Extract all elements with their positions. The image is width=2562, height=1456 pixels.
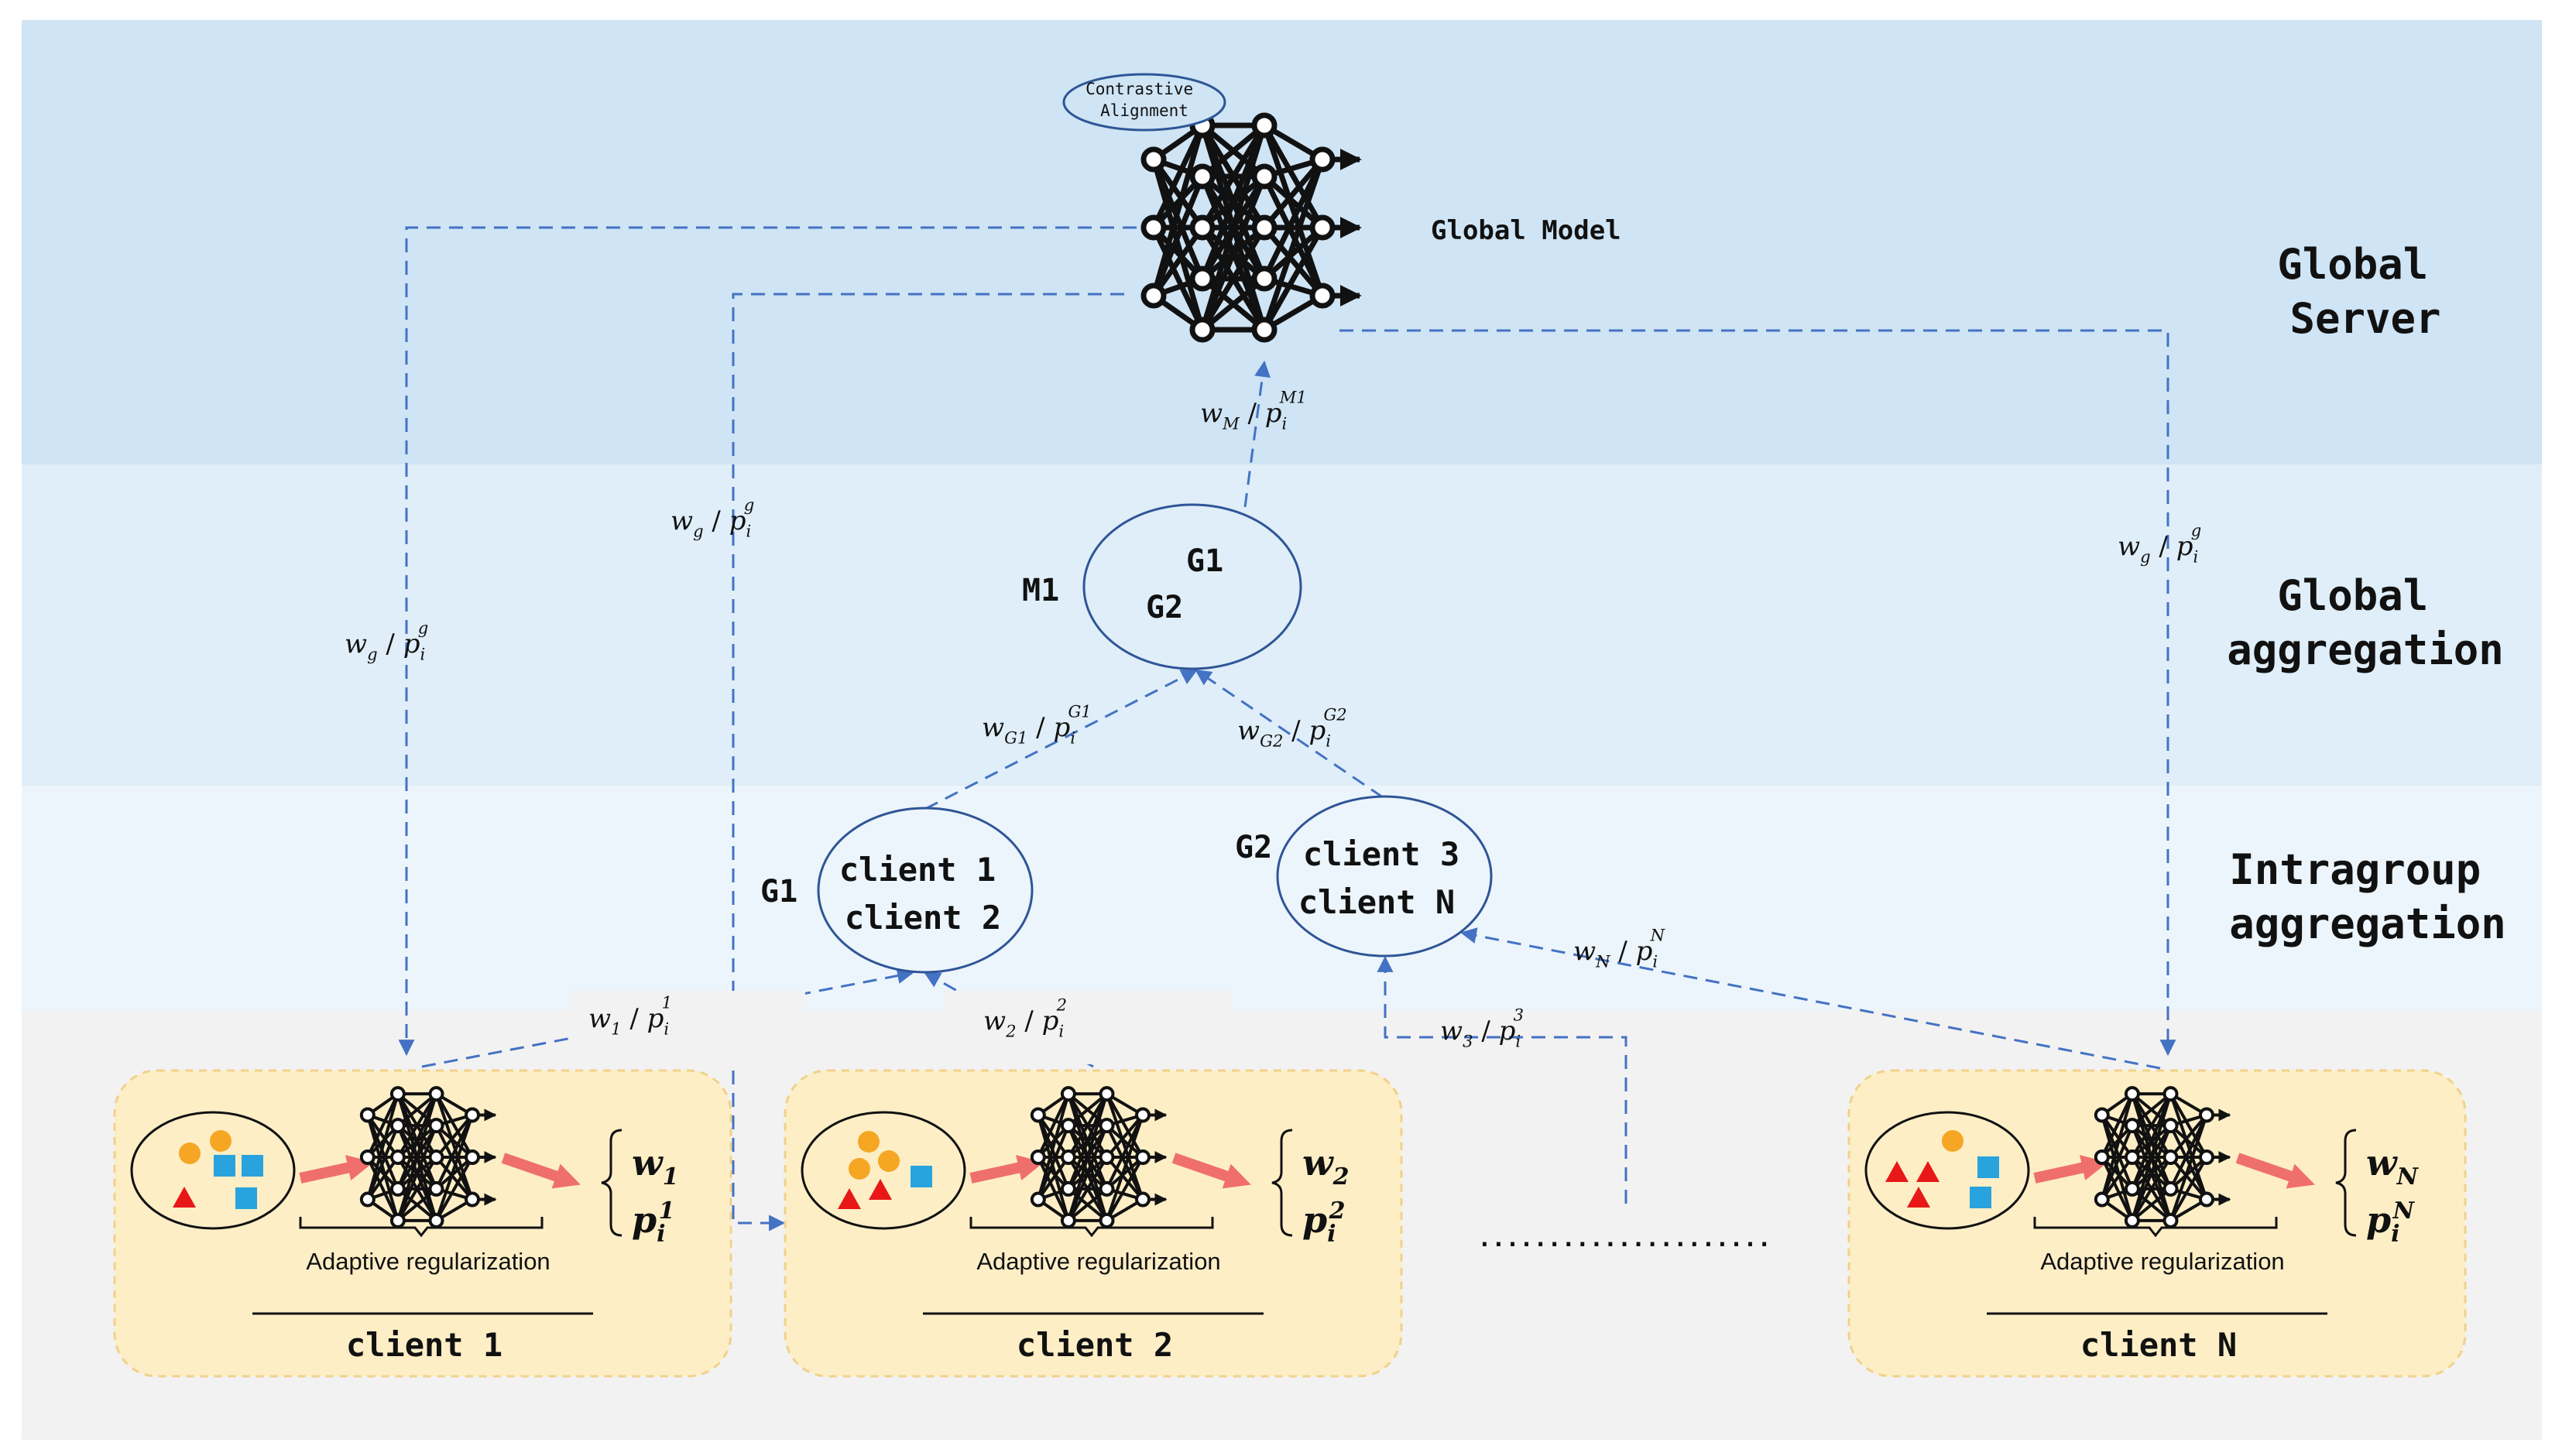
band-title-global-aggregation: Global aggregation	[2227, 571, 2504, 674]
data-triangle-icon	[1916, 1161, 1940, 1182]
local-data-ellipse	[130, 1111, 296, 1230]
band-title-global-server: Global Server	[2277, 240, 2454, 343]
edge-label-w2: w2 / pi2	[983, 995, 1067, 1041]
m1-group-ellipse	[1082, 503, 1302, 670]
output-arrow-icon	[501, 1153, 581, 1189]
client-name-label: client 2	[1017, 1326, 1173, 1364]
global-model-network-icon	[1140, 112, 1362, 343]
client-weight-label: wN	[2366, 1142, 2420, 1190]
edge-label-bg-w2	[945, 991, 1231, 1064]
g1-group-ellipse	[817, 807, 1034, 974]
adaptive-regularization-label: Adaptive regularization	[2040, 1248, 2284, 1275]
m1-member-g1: G1	[1186, 543, 1223, 579]
client-prototype-label: pi2	[1302, 1197, 1345, 1248]
output-arrow-icon	[1171, 1153, 1251, 1189]
data-square-icon	[1970, 1187, 1991, 1208]
edge-labels: wM / piM1 wg / pig wg / pig wg / pig wG1…	[345, 388, 2201, 1051]
regularization-brace	[969, 1217, 1214, 1238]
edge-label-wn: wN / piN	[1573, 926, 1666, 971]
band-title-intragroup-aggregation: Intragroup aggregation	[2229, 845, 2506, 948]
data-circle-icon	[858, 1131, 880, 1153]
edge-label-bg-w1	[569, 991, 805, 1064]
input-arrow-icon	[969, 1155, 1044, 1184]
data-square-icon	[242, 1155, 263, 1177]
data-triangle-icon	[173, 1187, 196, 1208]
g2-member-client-n: client N	[1298, 883, 1455, 921]
adaptive-regularization-label: Adaptive regularization	[306, 1248, 550, 1275]
data-circle-icon	[179, 1143, 201, 1164]
data-square-icon	[911, 1166, 932, 1187]
client-weight-label: w1	[632, 1142, 678, 1190]
edge-label-wg1: wG1 / piG1	[982, 702, 1092, 748]
client-card-2: Adaptive regularization w2 pi2 client 2	[784, 1069, 1403, 1378]
local-data-ellipse	[1864, 1111, 2030, 1230]
data-triangle-icon	[838, 1188, 861, 1209]
data-square-icon	[1977, 1156, 1999, 1178]
g2-group-ellipse	[1276, 795, 1493, 958]
client-name-label: client 1	[346, 1326, 502, 1364]
edge-label-wm: wM / piM1	[1200, 388, 1307, 433]
m1-label: M1	[1022, 573, 1059, 608]
g1-member-client-1: client 1	[839, 851, 996, 889]
data-circle-icon	[1942, 1130, 1964, 1152]
contrastive-alignment-label: Contrastive Alignment	[1086, 80, 1203, 120]
global-model-network	[1140, 112, 1362, 343]
local-model-network-icon	[1030, 1086, 1168, 1228]
more-clients-ellipsis: .....................	[1477, 1225, 1771, 1252]
data-triangle-icon	[1885, 1161, 1909, 1182]
g1-label: G1	[760, 874, 797, 910]
output-bracket	[601, 1129, 622, 1237]
client-prototype-label: piN	[2366, 1197, 2416, 1248]
edge-label-w1: w1 / pi1	[588, 993, 672, 1039]
data-square-icon	[235, 1187, 257, 1209]
edge-label-w3: w3 / pi3	[1440, 1005, 1524, 1051]
client-name-label: client N	[2080, 1326, 2237, 1364]
data-circle-icon	[849, 1158, 870, 1180]
output-bracket	[1271, 1129, 1293, 1237]
g2-label: G2	[1235, 830, 1272, 865]
client-card-3: Adaptive regularization wN piN client N	[1847, 1069, 2467, 1378]
input-arrow-icon	[2033, 1155, 2108, 1184]
input-arrow-icon	[299, 1155, 374, 1184]
client-prototype-label: pi1	[632, 1197, 674, 1248]
output-bracket	[2335, 1129, 2357, 1237]
adaptive-regularization-label: Adaptive regularization	[976, 1248, 1220, 1275]
m1-member-g2: G2	[1146, 590, 1183, 625]
edge-label-wg_right: wg / pig	[2118, 521, 2201, 567]
data-circle-icon	[878, 1150, 900, 1172]
regularization-brace	[299, 1217, 544, 1238]
g2-member-client-3: client 3	[1303, 835, 1459, 873]
global-model-label: Global Model	[1431, 215, 1621, 246]
edge-label-wg2: wG2 / piG2	[1237, 705, 1347, 751]
g1-member-client-2: client 2	[845, 899, 1001, 937]
client-card-1: Adaptive regularization w1 pi1 client 1	[113, 1069, 732, 1378]
local-model-network-icon	[359, 1086, 497, 1228]
edge-label-wg_mid: wg / pig	[671, 495, 754, 541]
connectors	[398, 226, 2176, 1232]
data-circle-icon	[210, 1130, 232, 1152]
client-weight-label: w2	[1302, 1142, 1349, 1190]
edge-label-wg_left: wg / pig	[345, 618, 428, 664]
data-square-icon	[214, 1155, 235, 1177]
contrastive-alignment-badge	[1062, 73, 1226, 132]
output-arrow-icon	[2235, 1153, 2315, 1189]
data-triangle-icon	[869, 1179, 892, 1200]
local-model-network-icon	[2094, 1086, 2231, 1228]
regularization-brace	[2033, 1217, 2278, 1238]
data-triangle-icon	[1907, 1187, 1930, 1208]
